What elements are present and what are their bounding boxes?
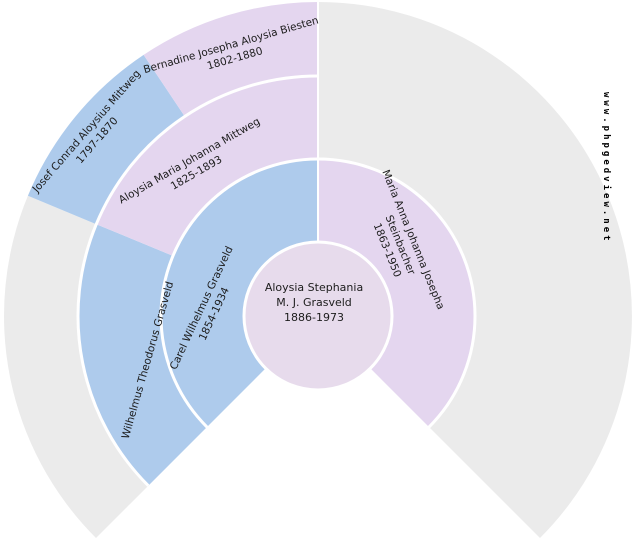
empty-segment-right-maternal-ancestors bbox=[318, 2, 632, 538]
fan-segment-paternal-grandmother[interactable] bbox=[96, 76, 318, 256]
center-person-circle[interactable] bbox=[242, 240, 394, 392]
fan-segment-paternal-grandfather[interactable] bbox=[78, 224, 208, 486]
watermark: www.phpgedview.net bbox=[601, 92, 611, 244]
ring-separator-great bbox=[76, 74, 319, 487]
fan-segment-mother[interactable] bbox=[318, 159, 475, 427]
center-dates: 1886-1973 bbox=[284, 311, 344, 324]
fan-segment-great-grandmother-biesten[interactable] bbox=[143, 2, 318, 117]
empty-segment-left-great-grandparents bbox=[4, 195, 149, 539]
fan-segment-great-grandfather-mittweg[interactable] bbox=[27, 54, 185, 225]
fan-segment-father[interactable] bbox=[161, 159, 318, 427]
center-name-line2: M. J. Grasveld bbox=[276, 296, 352, 309]
center-name-line1: Aloysia Stephania bbox=[265, 281, 363, 294]
